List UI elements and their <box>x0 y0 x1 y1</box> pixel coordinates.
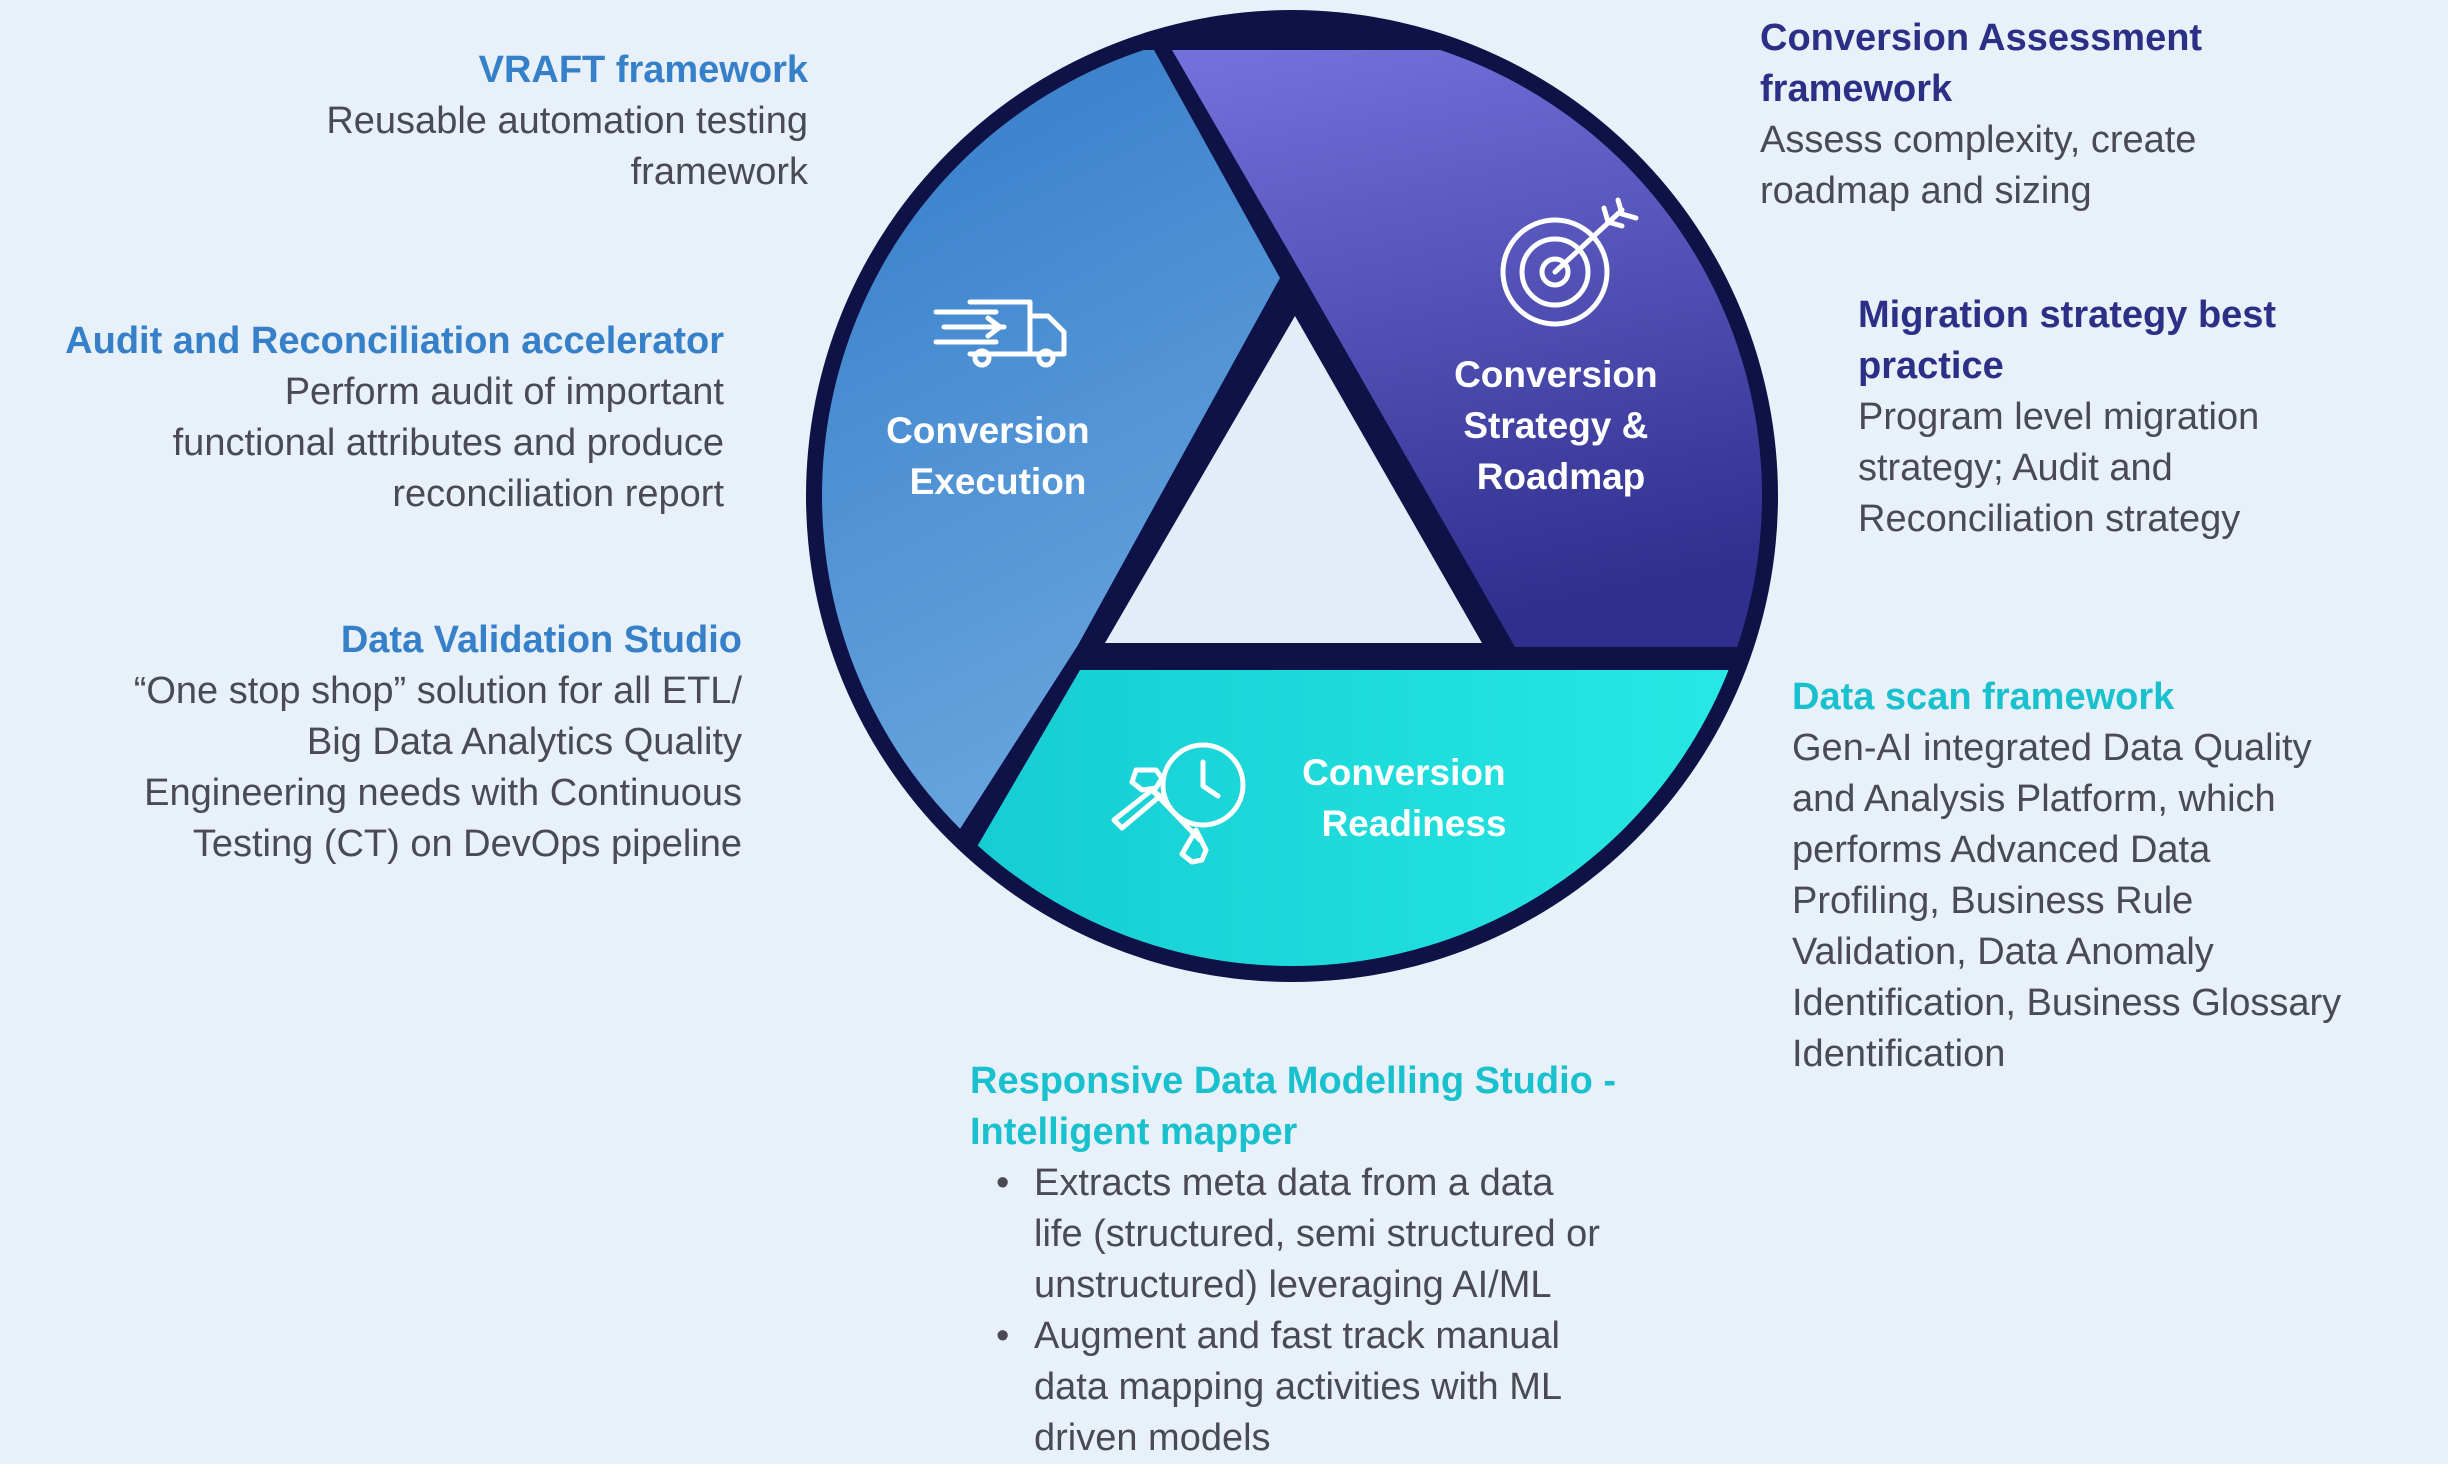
assessment-desc-line: Assess complexity, create <box>1760 119 2197 161</box>
segment-strategy-line-1: Conversion <box>1454 354 1658 395</box>
datascan-desc-line: Gen-AI integrated Data Quality <box>1792 727 2312 769</box>
segment-execution-label: Conversion Execution <box>886 410 1100 502</box>
segment-strategy-line-2: Strategy & <box>1463 405 1648 446</box>
segment-readiness-line-1: Conversion <box>1302 752 1506 793</box>
datascan-desc-line: performs Advanced Data <box>1792 829 2211 871</box>
migration-title-line: Migration strategy best <box>1858 294 2277 336</box>
dvs-desc-line: Engineering needs with Continuous <box>144 772 742 814</box>
vraft-desc-line: Reusable automation testing <box>326 100 808 142</box>
migration-desc-line: Reconciliation strategy <box>1858 498 2241 540</box>
assessment-desc-line: roadmap and sizing <box>1760 170 2092 212</box>
audit-desc-line: reconciliation report <box>392 473 724 515</box>
dvs-title: Data Validation Studio <box>340 619 742 661</box>
wrench-clock-icon <box>1111 742 1246 865</box>
dvs-desc-line: Testing (CT) on DevOps pipeline <box>192 823 742 865</box>
segment-strategy-line-3: Roadmap <box>1477 456 1646 497</box>
audit-title: Audit and Reconciliation accelerator <box>65 320 724 362</box>
datascan-desc-line: Identification, Business Glossary <box>1792 982 2342 1024</box>
assessment-title-line: framework <box>1760 68 1953 110</box>
dvs-desc-line: “One stop shop” solution for all ETL/ <box>133 670 742 712</box>
vraft-block: VRAFT framework Reusable automation test… <box>88 45 808 198</box>
segment-readiness-line-2: Readiness <box>1321 803 1506 844</box>
vraft-desc-line: framework <box>630 151 808 193</box>
migration-title-line: practice <box>1858 345 2004 387</box>
audit-block: Audit and Reconciliation accelerator Per… <box>4 316 724 520</box>
datascan-desc-line: and Analysis Platform, which <box>1792 778 2276 820</box>
truck-icon <box>933 299 1067 368</box>
rdms-bullet-item: Augment and fast track manual data mappi… <box>970 1311 1730 1464</box>
segment-strategy-label: Conversion Strategy & Roadmap <box>1454 354 1668 497</box>
datascan-title: Data scan framework <box>1792 676 2175 718</box>
dvs-block: Data Validation Studio “One stop shop” s… <box>22 615 742 870</box>
migration-block: Migration strategy best practice Program… <box>1858 290 2438 545</box>
migration-desc-line: Program level migration <box>1858 396 2260 438</box>
rdms-bullet-line: unstructured) leveraging AI/ML <box>1034 1264 1552 1306</box>
rdms-block: Responsive Data Modelling Studio - Intel… <box>970 1056 1730 1464</box>
segment-execution-line-1: Conversion <box>886 410 1090 451</box>
rdms-bullet-line: data mapping activities with ML <box>1034 1366 1563 1408</box>
rdms-bullet-line: Augment and fast track manual <box>1034 1315 1560 1357</box>
migration-desc-line: strategy; Audit and <box>1858 447 2173 489</box>
datascan-block: Data scan framework Gen-AI integrated Da… <box>1792 672 2442 1080</box>
vraft-title: VRAFT framework <box>478 49 808 91</box>
rdms-bullet-list: Extracts meta data from a data life (str… <box>970 1158 1730 1464</box>
datascan-desc-line: Validation, Data Anomaly <box>1792 931 2214 973</box>
rdms-title-line: Intelligent mapper <box>970 1111 1298 1153</box>
segment-execution-line-2: Execution <box>910 461 1087 502</box>
target-icon <box>1500 197 1639 327</box>
rdms-bullet-line: Extracts meta data from a data <box>1034 1162 1554 1204</box>
dvs-desc-line: Big Data Analytics Quality <box>306 721 742 763</box>
audit-desc-line: functional attributes and produce <box>172 422 724 464</box>
segment-readiness-label: Conversion Readiness <box>1302 752 1516 844</box>
audit-desc-line: Perform audit of important <box>284 371 724 413</box>
datascan-desc-line: Profiling, Business Rule <box>1792 880 2194 922</box>
rdms-bullet-line: driven models <box>1034 1417 1271 1459</box>
center-triangle <box>1105 316 1482 643</box>
rdms-title-line: Responsive Data Modelling Studio - <box>970 1060 1617 1102</box>
datascan-desc-line: Identification <box>1792 1033 2006 1075</box>
rdms-bullet-line: life (structured, semi structured or <box>1034 1213 1600 1255</box>
assessment-title-line: Conversion Assessment <box>1760 17 2203 59</box>
rdms-bullet-item: Extracts meta data from a data life (str… <box>970 1158 1730 1311</box>
assessment-block: Conversion Assessment framework Assess c… <box>1760 13 2420 217</box>
